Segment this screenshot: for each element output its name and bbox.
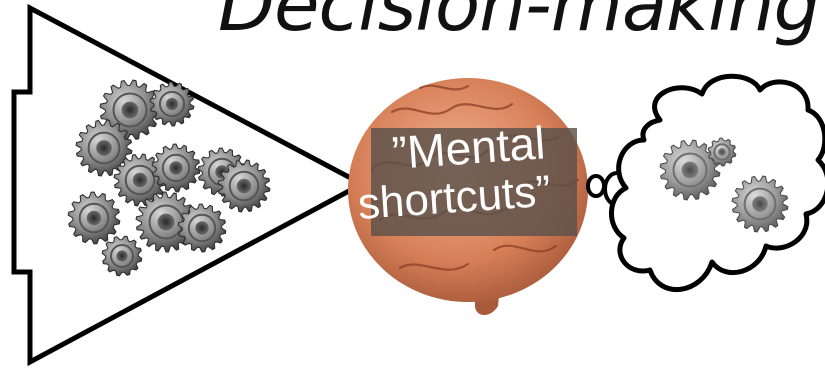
- gears-icon: [68, 80, 270, 276]
- thought-bubble-cloud: [611, 76, 825, 289]
- thought-bubble-small: [588, 176, 604, 196]
- diagram-title: Decision-making: [218, 0, 819, 48]
